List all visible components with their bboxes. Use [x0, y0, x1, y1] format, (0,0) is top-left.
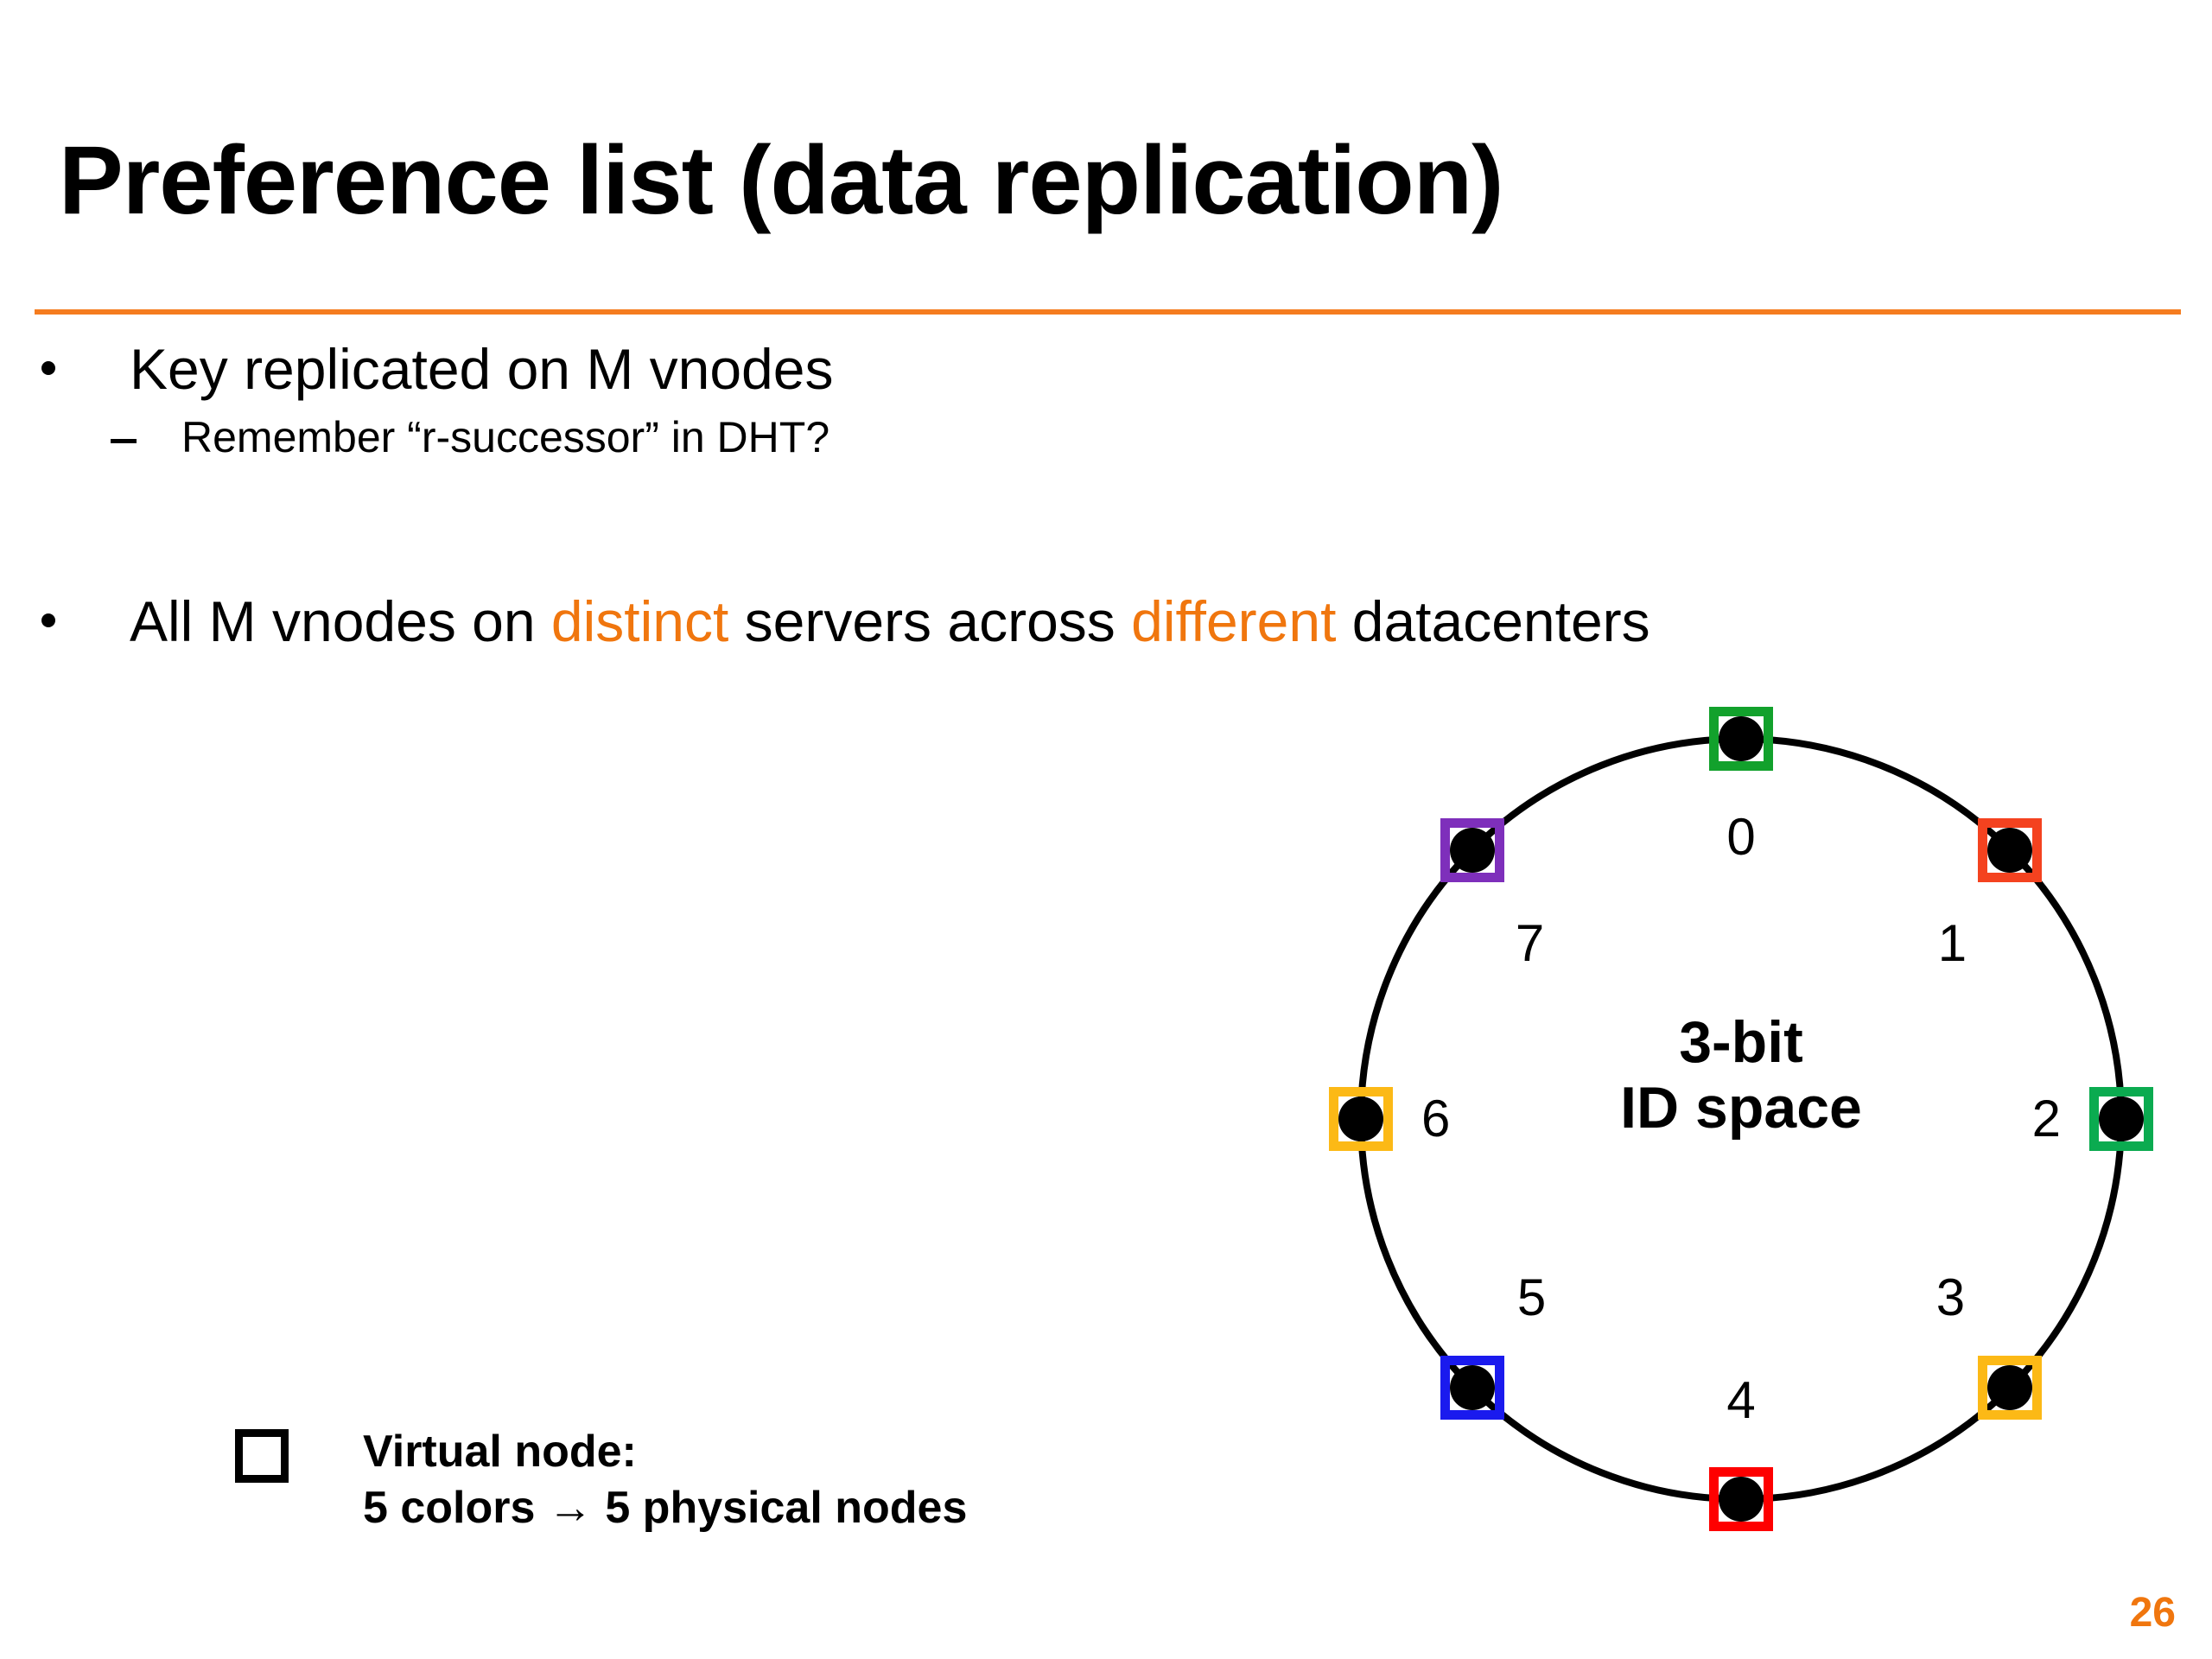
vnode-dot-3 [1987, 1365, 2033, 1411]
vnode-label-3: 3 [1936, 1268, 1966, 1327]
bullet-2-seg-0: All M vnodes on [130, 589, 551, 653]
bullet-item-2-label: All M vnodes on distinct servers across … [130, 589, 1650, 655]
bullet-2-seg-4: datacenters [1336, 589, 1650, 653]
bullet-dot-icon [41, 613, 55, 627]
virtual-node-square-icon [235, 1429, 289, 1483]
vnode-square-0 [1709, 707, 1773, 771]
vnode-square-7 [1440, 817, 1504, 882]
vnode-square-3 [1978, 1356, 2043, 1421]
id-space-ring-diagram: 3-bit ID space 0 1 2 3 4 5 6 7 [1305, 683, 2177, 1555]
legend-line-2: 5 colors → 5 physical nodes [363, 1483, 968, 1533]
ring-center-label: 3-bit ID space [1305, 1009, 2177, 1141]
vnode-square-2 [2089, 1087, 2153, 1151]
vnode-label-6: 6 [1421, 1090, 1451, 1147]
bullet-item-2: All M vnodes on distinct servers across … [41, 589, 1650, 655]
bullet-2-seg-2: servers across [728, 589, 1132, 653]
vnode-square-4 [1709, 1467, 1773, 1531]
bullet-dot-icon [41, 361, 55, 375]
vnode-dot-6 [1338, 1096, 1383, 1141]
bullet-item-1-label: Key replicated on M vnodes [130, 337, 834, 401]
legend-line-1: Virtual node: [363, 1427, 637, 1477]
vnode-square-6 [1329, 1087, 1393, 1151]
page-title: Preference list (data replication) [59, 126, 1503, 234]
page-number: 26 [2129, 1590, 2176, 1636]
vnode-square-1 [1978, 817, 2043, 882]
vnode-label-2: 2 [2031, 1090, 2061, 1147]
vnode-label-7: 7 [1515, 913, 1545, 972]
bullet-item-1a-label: Remember “r-successor” in DHT? [181, 413, 830, 461]
bullet-dash-icon [111, 439, 137, 443]
vnode-dot-4 [1719, 1477, 1764, 1522]
vnode-dot-2 [2099, 1096, 2144, 1141]
bullet-item-1a: Remember “r-successor” in DHT? [111, 413, 830, 463]
legend-text: Virtual node: 5 colors → 5 physical node… [363, 1424, 967, 1536]
vnode-dot-0 [1719, 716, 1764, 761]
vnode-label-4: 4 [1726, 1371, 1756, 1429]
ring-center-line-2: ID space [1620, 1075, 1862, 1141]
vnode-label-5: 5 [1516, 1268, 1547, 1327]
ring-center-line-1: 3-bit [1679, 1009, 1803, 1075]
vnode-dot-1 [1987, 827, 2033, 873]
vnode-square-5 [1440, 1356, 1504, 1421]
vnode-dot-7 [1449, 827, 1495, 873]
bullet-2-seg-distinct: distinct [550, 589, 729, 653]
vnode-dot-5 [1449, 1365, 1495, 1411]
vnode-label-0: 0 [1726, 808, 1756, 866]
bullet-item-1: Key replicated on M vnodes [41, 337, 833, 403]
bullet-2-seg-different: different [1131, 589, 1337, 653]
title-divider [35, 309, 2181, 315]
vnode-label-1: 1 [1937, 913, 1967, 972]
